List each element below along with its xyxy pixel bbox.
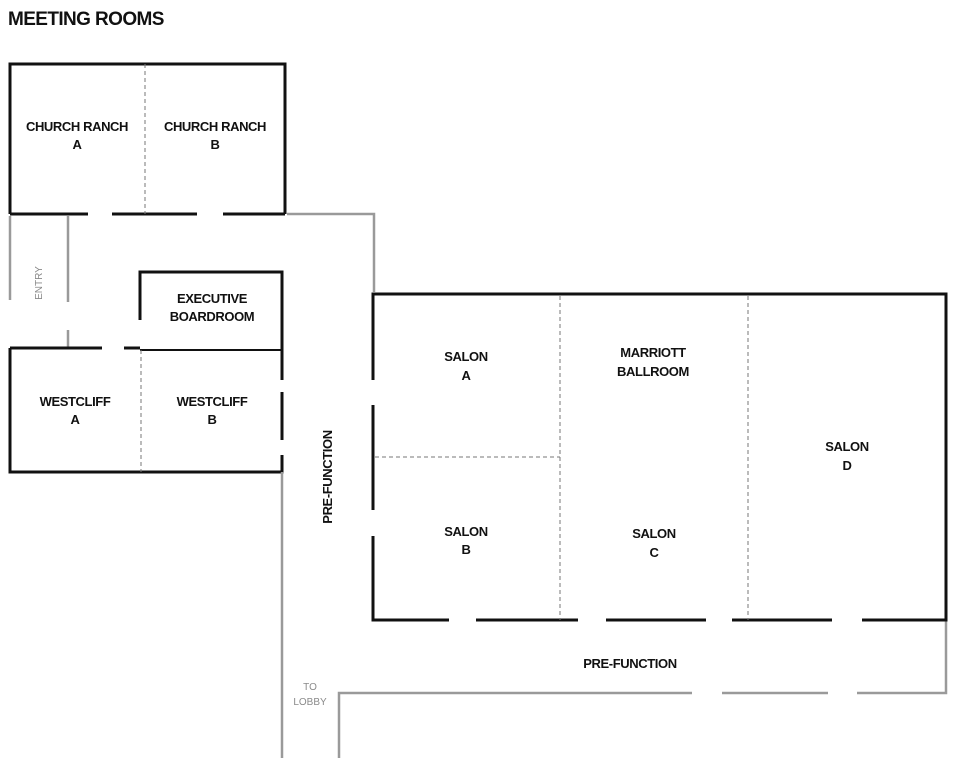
room-executive-boardroom[interactable]: EXECUTIVE BOARDROOM	[170, 291, 255, 324]
room-label: D	[843, 458, 852, 473]
boardroom-wall	[138, 270, 284, 350]
entry-corridor: ENTRY	[8, 216, 70, 348]
ballroom-left-wall-lower	[371, 536, 449, 622]
room-westcliff-b[interactable]: WESTCLIFF B	[177, 394, 249, 427]
room-westcliff-a[interactable]: WESTCLIFF A	[40, 394, 112, 427]
room-label: CHURCH RANCH	[26, 119, 128, 134]
room-label: B	[208, 412, 217, 427]
ballroom-block	[371, 292, 948, 622]
room-label: SALON	[632, 526, 676, 541]
room-label: MARRIOTT	[620, 345, 686, 360]
room-label: A	[71, 412, 81, 427]
room-salon-c[interactable]: SALON C	[632, 526, 676, 560]
church-ranch-block	[8, 62, 287, 216]
room-label: WESTCLIFF	[177, 394, 248, 409]
room-salon-d[interactable]: SALON D	[825, 439, 869, 473]
corridor-lobby-wall	[337, 691, 692, 758]
to-lobby-line: LOBBY	[293, 697, 327, 708]
room-label: B	[211, 137, 220, 152]
room-label: BOARDROOM	[170, 309, 255, 324]
room-church-ranch-b[interactable]: CHURCH RANCH B	[164, 119, 266, 152]
room-label: BALLROOM	[617, 364, 689, 379]
room-label: CHURCH RANCH	[164, 119, 266, 134]
room-label: WESTCLIFF	[40, 394, 111, 409]
prefunction-label-horizontal: PRE-FUNCTION	[583, 656, 676, 671]
room-church-ranch-a[interactable]: CHURCH RANCH A	[26, 119, 128, 152]
room-label: A	[462, 368, 472, 383]
church-ranch-outer-wall	[8, 62, 287, 214]
room-salon-b[interactable]: SALON B	[444, 524, 488, 557]
executive-boardroom-block	[138, 270, 284, 351]
room-label: EXECUTIVE	[177, 291, 248, 306]
to-lobby-line: TO	[303, 682, 317, 693]
westcliff-block	[8, 346, 284, 474]
page-title: MEETING ROOMS	[8, 9, 164, 30]
prefunction-label-vertical: PRE-FUNCTION	[320, 430, 335, 523]
room-label: SALON	[444, 524, 488, 539]
room-label: C	[650, 545, 660, 560]
room-salon-a[interactable]: SALON A	[444, 349, 488, 383]
room-marriott-ballroom[interactable]: MARRIOTT BALLROOM	[617, 345, 689, 379]
corridor-bottom-wall-right	[857, 620, 948, 695]
ballroom-outer-wall	[371, 292, 948, 622]
room-label: B	[462, 542, 471, 557]
westcliff-outer-wall	[8, 348, 284, 474]
corridor-top-wall	[287, 212, 376, 292]
to-lobby-label: TO LOBBY	[293, 682, 327, 708]
room-label: SALON	[444, 349, 488, 364]
entry-label: ENTRY	[34, 266, 45, 300]
prefunction-corridor	[280, 212, 948, 758]
room-label: SALON	[825, 439, 869, 454]
room-label: A	[73, 137, 83, 152]
